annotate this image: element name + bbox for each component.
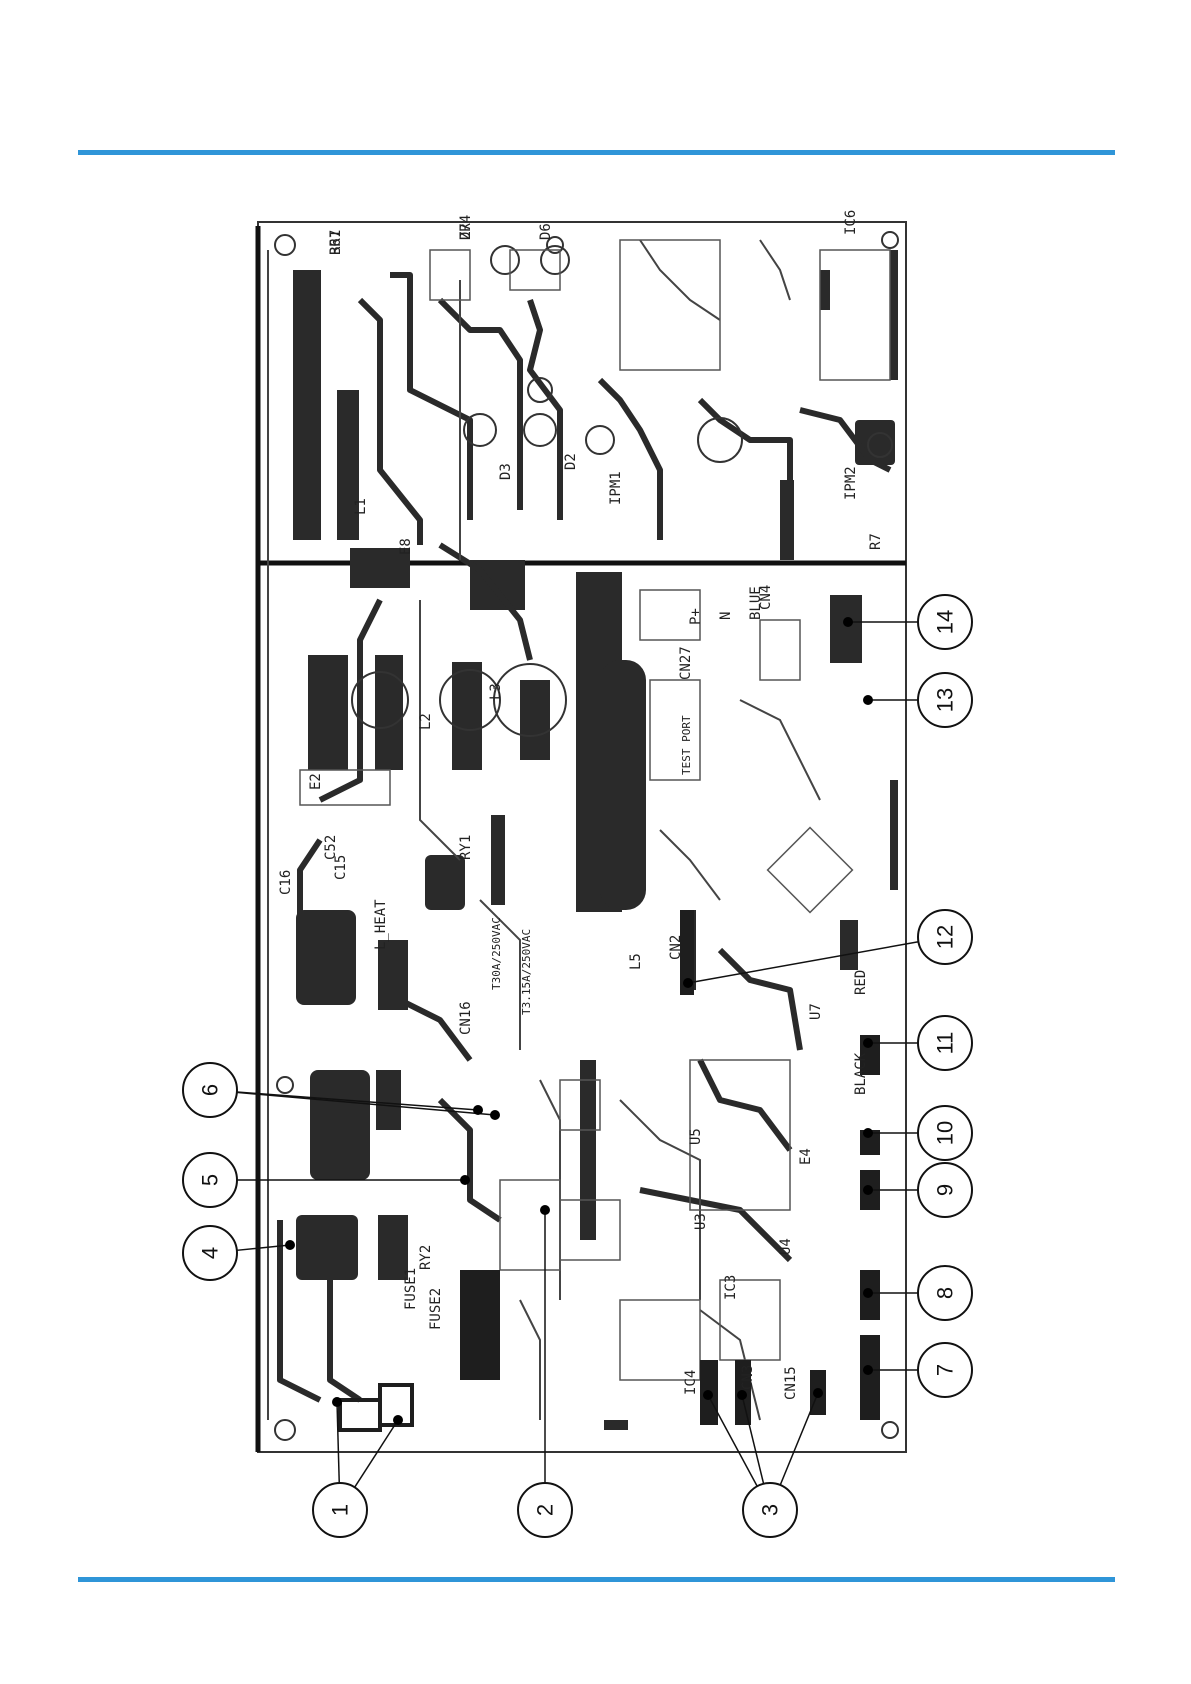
silkscreen-label: L_HEAT [373,899,389,950]
callout-number: 3 [758,1504,783,1516]
callout-dot-13 [863,695,873,705]
silkscreen-label: D2 [563,453,579,470]
silkscreen-label: IPM2 [843,466,859,500]
callout-1: 1 [313,1483,367,1537]
silkscreen-label: CN3 [740,1365,756,1390]
callout-number: 7 [933,1364,958,1376]
callout-number: 11 [933,1032,958,1055]
silkscreen-label: CN15 [783,1366,799,1400]
callout-leader-3 [780,1393,818,1485]
callout-4: 4 [183,1226,237,1280]
callout-10: 10 [918,1106,972,1160]
callout-number: 10 [933,1121,958,1145]
silkscreen-label: IC4 [683,1370,699,1395]
silkscreen-label: IC6 [843,210,859,235]
connectors [340,910,880,1430]
silkscreen-label: C16 [278,870,294,895]
callout-dot-1 [393,1415,403,1425]
silkscreen-label: N [718,612,734,620]
silkscreen-label: D3 [498,463,514,480]
silkscreen-label: U7 [808,1003,824,1020]
silkscreen-label: U4 [778,1238,794,1255]
callout-dot-7 [863,1365,873,1375]
silkscreen-label: BLACK [853,1052,869,1095]
callout-dot-8 [863,1288,873,1298]
callout-dot-2 [540,1205,550,1215]
silkscreen-label: D6 [538,223,554,240]
callout-number: 9 [933,1184,958,1196]
callout-11: 11 [918,1016,972,1070]
callout-leader-12 [688,942,918,983]
silkscreen-label: BLUE [748,586,764,620]
callout-dot-11 [863,1038,873,1048]
callout-dot-3 [737,1390,747,1400]
callout-8: 8 [918,1266,972,1320]
callout-number: 1 [328,1504,353,1516]
callout-13: 13 [918,673,972,727]
silkscreen-label: RY2 [418,1245,434,1270]
callout-dot-5 [460,1175,470,1185]
callout-3: 3 [743,1483,797,1537]
callout-dot-10 [863,1128,873,1138]
silkscreen-label: CN16 [458,1001,474,1035]
silkscreen-label: L5 [628,953,644,970]
silkscreen-label: L1 [353,498,369,515]
callout-number: 4 [198,1247,223,1259]
callout-number: 8 [933,1287,958,1299]
callout-2: 2 [518,1483,572,1537]
silkscreen-label: P+ [688,608,704,625]
callout-dot-9 [863,1185,873,1195]
callout-number: 5 [198,1174,223,1186]
silkscreen-label: L2 [418,713,434,730]
silkscreen-label: FUSE2 [428,1288,444,1330]
silkscreen-label: RED [853,970,869,995]
callout-number: 13 [933,688,958,712]
callout-dot-1 [332,1397,342,1407]
callout-12: 12 [918,910,972,964]
callout-number: 12 [933,925,958,949]
callout-dot-12 [683,978,693,988]
silkscreen-label: E8 [398,538,414,555]
silkscreen-label: T30A/250VAC [490,917,503,990]
silkscreen-label: RY1 [458,835,474,860]
silkscreen-label: L3 [488,683,504,700]
silkscreen-label: R67 [328,230,344,255]
callout-number: 14 [933,610,958,634]
callout-7: 7 [918,1343,972,1397]
silkscreen-label: E4 [798,1148,814,1165]
silkscreen-label: U5 [688,1128,704,1145]
silkscreen-label: CN2 [668,935,684,960]
callout-dot-6 [473,1105,483,1115]
silkscreen-label: T3.15A/250VAC [520,929,533,1015]
silkscreen-label: E2 [308,773,324,790]
silkscreen-label: CN27 [678,646,694,680]
callout-dot-4 [285,1240,295,1250]
callout-number: 6 [198,1084,223,1096]
callout-dot-6 [490,1110,500,1120]
callout-9: 9 [918,1163,972,1217]
silkscreen-label: IPM1 [608,471,624,505]
silkscreen-label: IC3 [723,1275,739,1300]
callout-6: 6 [183,1063,237,1117]
callout-number: 2 [533,1504,558,1516]
silkscreen-label: C52 [323,835,339,860]
silkscreen-label: ZR4 [458,215,474,240]
callout-14: 14 [918,595,972,649]
silkscreen-label: R7 [868,533,884,550]
silkscreen-label: U3 [693,1213,709,1230]
silkscreen-label: FUSE1 [403,1268,419,1310]
callout-dot-14 [843,617,853,627]
callout-dot-3 [813,1388,823,1398]
callout-dot-3 [703,1390,713,1400]
callout-5: 5 [183,1153,237,1207]
callout-leader-3 [742,1395,764,1484]
silkscreen-label: TEST PORT [680,715,693,775]
